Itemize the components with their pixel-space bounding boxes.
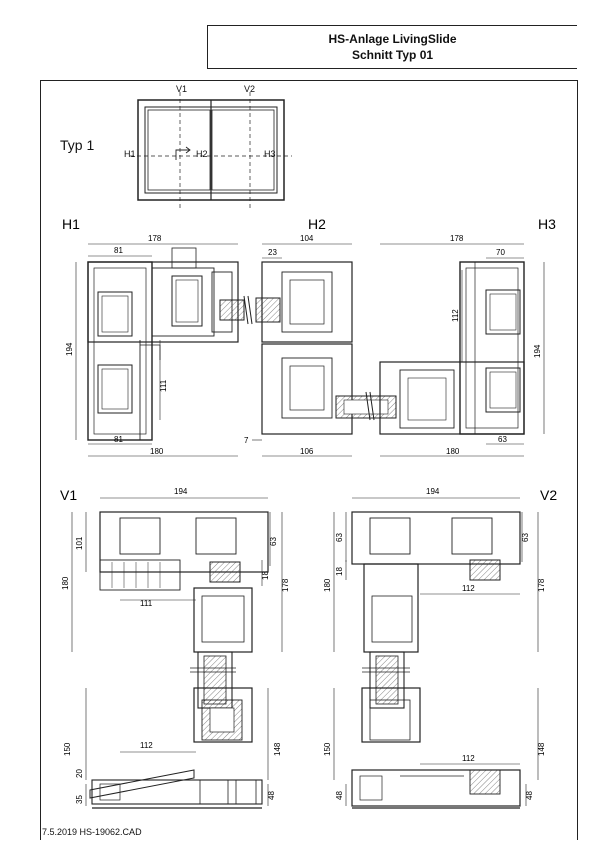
dim-h1-111: 111 — [159, 379, 168, 392]
dim-h1-180: 180 — [150, 447, 164, 456]
overview-diagram: Typ 1 V1 V2 H1 H2 H3 — [60, 84, 292, 208]
dim-v2-63-left: 63 — [335, 533, 344, 542]
dim-v1-63: 63 — [269, 537, 278, 546]
section-v1 — [71, 497, 283, 809]
dim-v1-35: 35 — [75, 795, 84, 804]
dim-v2-48-left: 48 — [335, 791, 344, 800]
dim-v2-18: 18 — [335, 567, 344, 576]
dim-v1-178: 178 — [281, 578, 290, 592]
dim-h3-70: 70 — [496, 248, 505, 257]
dim-h1-81-bottom: 81 — [114, 435, 123, 444]
section-h2 — [252, 243, 397, 457]
dim-v1-101: 101 — [75, 536, 84, 550]
overview-h2-label: H2 — [196, 149, 208, 159]
dim-v1-150: 150 — [63, 742, 72, 756]
dim-v1-148: 148 — [273, 742, 282, 756]
section-label-v1: V1 — [60, 487, 77, 503]
dim-h2-7: 7 — [244, 436, 249, 445]
dim-h1-194: 194 — [65, 342, 74, 356]
dim-v2-112-top: 112 — [462, 584, 475, 593]
dim-v1-48: 48 — [267, 791, 276, 800]
dim-v2-112-bottom: 112 — [462, 754, 475, 763]
dim-v2-180: 180 — [323, 578, 332, 592]
dim-h3-194: 194 — [533, 344, 542, 358]
dim-v1-112: 112 — [140, 741, 153, 750]
footer-file-info: 7.5.2019 HS-19062.CAD — [42, 827, 142, 837]
overview-h1-label: H1 — [124, 149, 136, 159]
title-block: HS-Anlage LivingSlide Schnitt Typ 01 — [207, 25, 577, 69]
overview-h3-label: H3 — [264, 149, 276, 159]
dim-v2-63-right: 63 — [521, 533, 530, 542]
dim-v2-194: 194 — [426, 487, 440, 496]
title-line-1: HS-Anlage LivingSlide — [328, 32, 457, 46]
section-label-h3: H3 — [538, 216, 556, 232]
dim-h3-180: 180 — [446, 447, 460, 456]
dim-v2-150: 150 — [323, 742, 332, 756]
dim-h3-178: 178 — [450, 234, 464, 243]
overview-label: Typ 1 — [60, 137, 94, 153]
section-h1 — [75, 243, 253, 457]
dim-v1-18: 18 — [261, 571, 270, 580]
dim-v1-180: 180 — [61, 576, 70, 590]
section-label-v2: V2 — [540, 487, 557, 503]
overview-v2-label: V2 — [244, 84, 255, 94]
dim-v2-148: 148 — [537, 742, 546, 756]
dim-h2-104: 104 — [300, 234, 314, 243]
dim-v2-48-right: 48 — [525, 791, 534, 800]
dim-v1-111: 111 — [140, 599, 153, 608]
overview-v1-label: V1 — [176, 84, 187, 94]
dim-h2-23: 23 — [268, 248, 277, 257]
dim-h3-63: 63 — [498, 435, 507, 444]
dim-h1-178: 178 — [148, 234, 162, 243]
section-label-h1: H1 — [62, 216, 80, 232]
section-label-h2: H2 — [308, 216, 326, 232]
dim-v2-178: 178 — [537, 578, 546, 592]
section-h3 — [379, 243, 545, 457]
dim-v1-20: 20 — [75, 769, 84, 778]
title-line-2: Schnitt Typ 01 — [351, 48, 434, 62]
dim-h2-106: 106 — [300, 447, 314, 456]
drawing-frame — [40, 80, 578, 840]
dim-h1-81-top: 81 — [114, 246, 123, 255]
dim-v1-194: 194 — [174, 487, 188, 496]
dim-h3-112: 112 — [451, 309, 460, 322]
section-v2 — [333, 497, 539, 809]
